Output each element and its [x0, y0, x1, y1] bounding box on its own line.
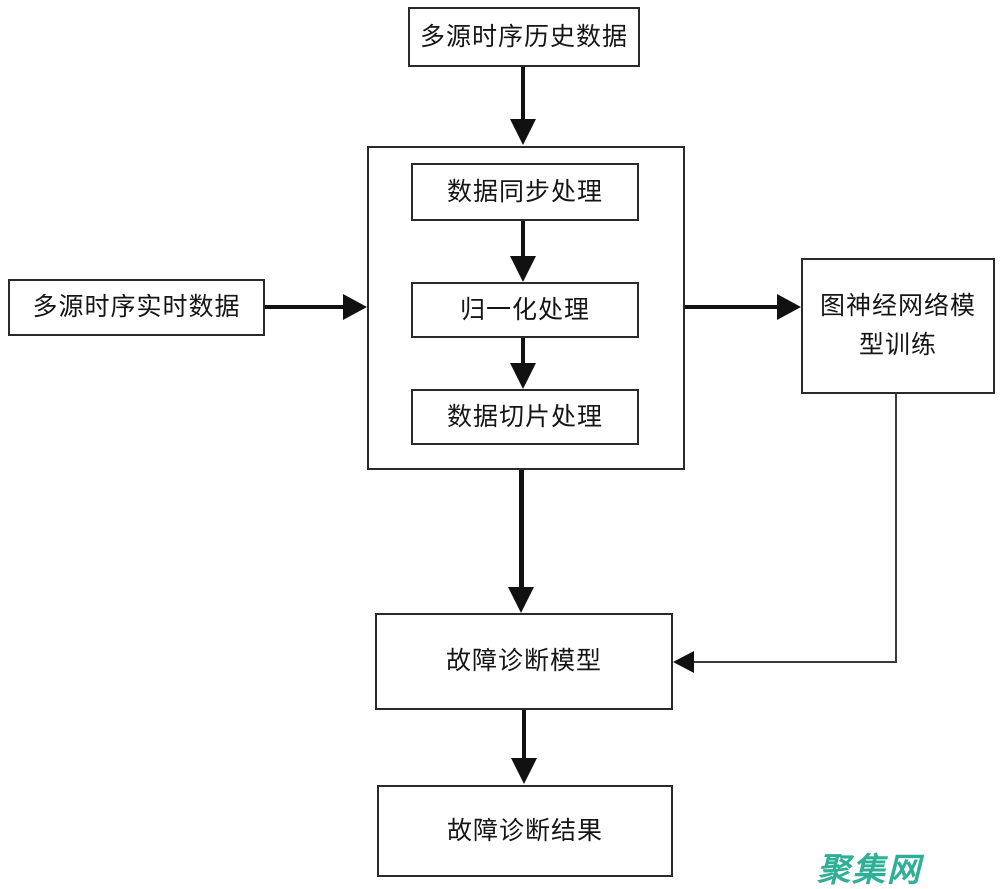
arrow-model-to-result-line	[522, 710, 526, 759]
arrow-historical-to-preprocess-head	[510, 119, 536, 145]
arrow-preprocess-to-model-head	[508, 587, 534, 613]
arrow-realtime-to-preprocess-line	[265, 305, 344, 309]
arrow-model-to-result-head	[511, 758, 537, 784]
arrow-normalize-to-slice-head	[510, 363, 536, 389]
watermark-text: 聚集网	[817, 851, 922, 888]
node-normalize-processing: 归一化处理	[411, 282, 639, 338]
node-diagnosis-model: 故障诊断模型	[375, 613, 673, 710]
node-diagnosis-result: 故障诊断结果	[377, 785, 673, 877]
connector-gnn-to-model-head	[673, 651, 694, 673]
connector-gnn-to-model-vertical	[895, 394, 897, 662]
arrow-realtime-to-preprocess-head	[343, 294, 367, 320]
arrow-sync-to-normalize-line	[521, 221, 525, 257]
arrow-historical-to-preprocess-line	[521, 67, 525, 121]
arrow-preprocess-to-model-line	[519, 470, 524, 589]
node-historical-data: 多源时序历史数据	[408, 7, 640, 67]
arrow-sync-to-normalize-head	[510, 256, 536, 282]
node-sync-processing: 数据同步处理	[411, 163, 639, 221]
arrow-normalize-to-slice-line	[521, 338, 525, 364]
node-gnn-training: 图神经网络模型训练	[801, 258, 995, 394]
connector-gnn-to-model-horizontal	[694, 661, 897, 663]
node-realtime-data: 多源时序实时数据	[8, 279, 265, 336]
node-slice-processing: 数据切片处理	[411, 389, 639, 445]
arrow-preprocess-to-gnn-line	[685, 305, 778, 309]
arrow-preprocess-to-gnn-head	[777, 294, 801, 320]
